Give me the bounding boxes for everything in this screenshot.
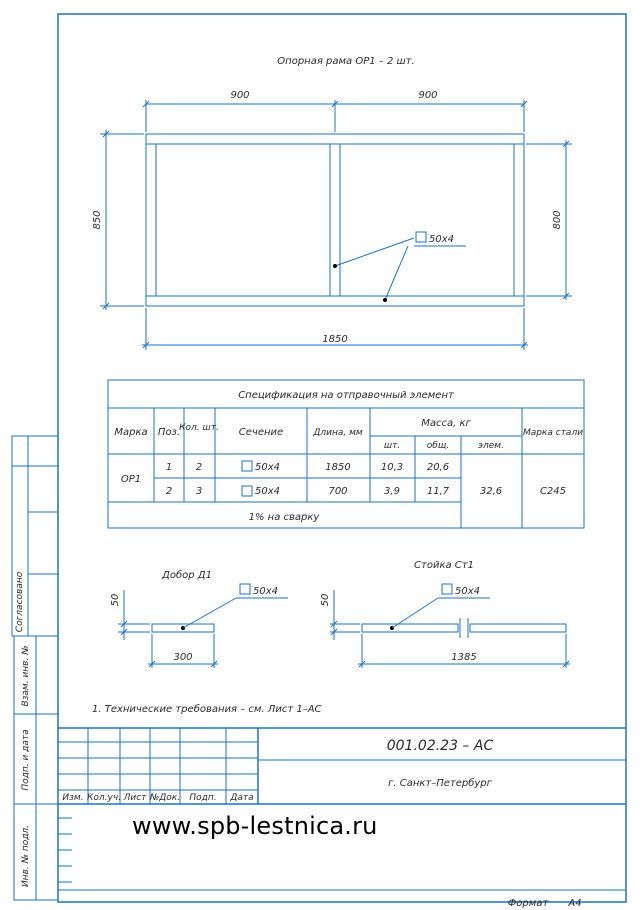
title-block [58, 727, 626, 891]
spec-row1-qty: 2 [196, 462, 202, 473]
dim-top-left: 900 [230, 90, 249, 101]
stoyka-height: 50 [320, 594, 331, 607]
dobor-length: 300 [173, 652, 192, 663]
stamp-col-podp: Подп. [189, 793, 216, 803]
spec-header-pos: Поз. [158, 427, 180, 438]
stamp-col-data: Дата [229, 793, 253, 803]
side-vzam: Взам. инв. № [21, 645, 31, 706]
dim-right: 800 [552, 210, 563, 229]
spec-header-mass-total: общ. [427, 441, 449, 451]
spec-header-qty: Кол. шт. [179, 423, 219, 433]
spec-header-mark: Марка [114, 427, 147, 438]
spec-table [107, 379, 585, 529]
spec-row2-section: 50х4 [255, 486, 280, 497]
frame-profile-label: 50х4 [429, 234, 454, 245]
stamp-col-koluch: Кол.уч. [87, 793, 121, 803]
format-value: А4 [567, 898, 581, 909]
frame-title: Опорная рама ОР1 – 2 шт. [277, 56, 414, 67]
watermark-url: www.spb-lestnica.ru [132, 812, 378, 840]
spec-header-length: Длина, мм [312, 428, 363, 438]
stamp-col-izm: Изм. [62, 793, 83, 803]
spec-row1-section: 50х4 [255, 462, 280, 473]
side-podp: Подп. и дата [21, 729, 31, 790]
frame-drawing [100, 100, 572, 350]
dobor-title: Добор Д1 [161, 569, 212, 581]
spec-header-qty-text: Кол. шт. [179, 423, 219, 433]
dobor-drawing [118, 583, 288, 668]
stoyka-length: 1385 [451, 652, 476, 663]
dim-top-right: 900 [418, 90, 437, 101]
spec-row2-unit: 3,9 [384, 486, 400, 497]
spec-row2-pos: 2 [166, 486, 172, 497]
spec-welding: 1% на сварку [249, 512, 321, 523]
spec-header-steel: Марка стали [523, 428, 583, 438]
spec-elem-mass: 32,6 [480, 486, 502, 497]
tech-note: 1. Технические требования – см. Лист 1–А… [92, 703, 322, 715]
stamp-col-list: Лист [123, 793, 148, 803]
side-inv: Инв. № подл. [21, 825, 31, 887]
spec-row1-length: 1850 [325, 462, 350, 473]
side-strip [11, 435, 59, 901]
spec-header-mass-elem: элем. [478, 441, 504, 451]
spec-steel: С245 [540, 486, 566, 497]
dim-bottom: 1850 [322, 334, 347, 345]
spec-row2-total: 11,7 [427, 486, 450, 497]
spec-mark-value: ОР1 [121, 474, 141, 485]
dobor-profile: 50х4 [253, 586, 278, 597]
stamp-col-ndok: №Док. [149, 793, 180, 803]
stoyka-profile: 50х4 [455, 586, 480, 597]
stamp-code: 001.02.23 – АС [387, 738, 494, 754]
spec-row2-qty: 3 [196, 486, 202, 497]
dobor-height: 50 [110, 594, 121, 607]
spec-header-mass-unit: шт. [384, 441, 400, 451]
side-agreed: Согласовано [15, 571, 25, 632]
sheet-border [57, 13, 627, 903]
spec-title: Спецификация на отправочный элемент [238, 390, 455, 401]
stoyka-title: Стойка Ст1 [414, 560, 474, 571]
format-label: Формат [508, 898, 550, 909]
spec-header-section: Сечение [239, 427, 283, 438]
spec-header-mass: Масса, кг [421, 418, 471, 429]
spec-row1-unit: 10,3 [381, 462, 403, 473]
stamp-city: г. Санкт–Петербург [388, 777, 493, 789]
spec-row2-length: 700 [328, 486, 347, 497]
spec-row1-total: 20,6 [427, 462, 449, 473]
dim-left: 850 [92, 210, 103, 229]
stoyka-drawing [330, 583, 570, 668]
spec-row1-pos: 1 [166, 462, 172, 473]
